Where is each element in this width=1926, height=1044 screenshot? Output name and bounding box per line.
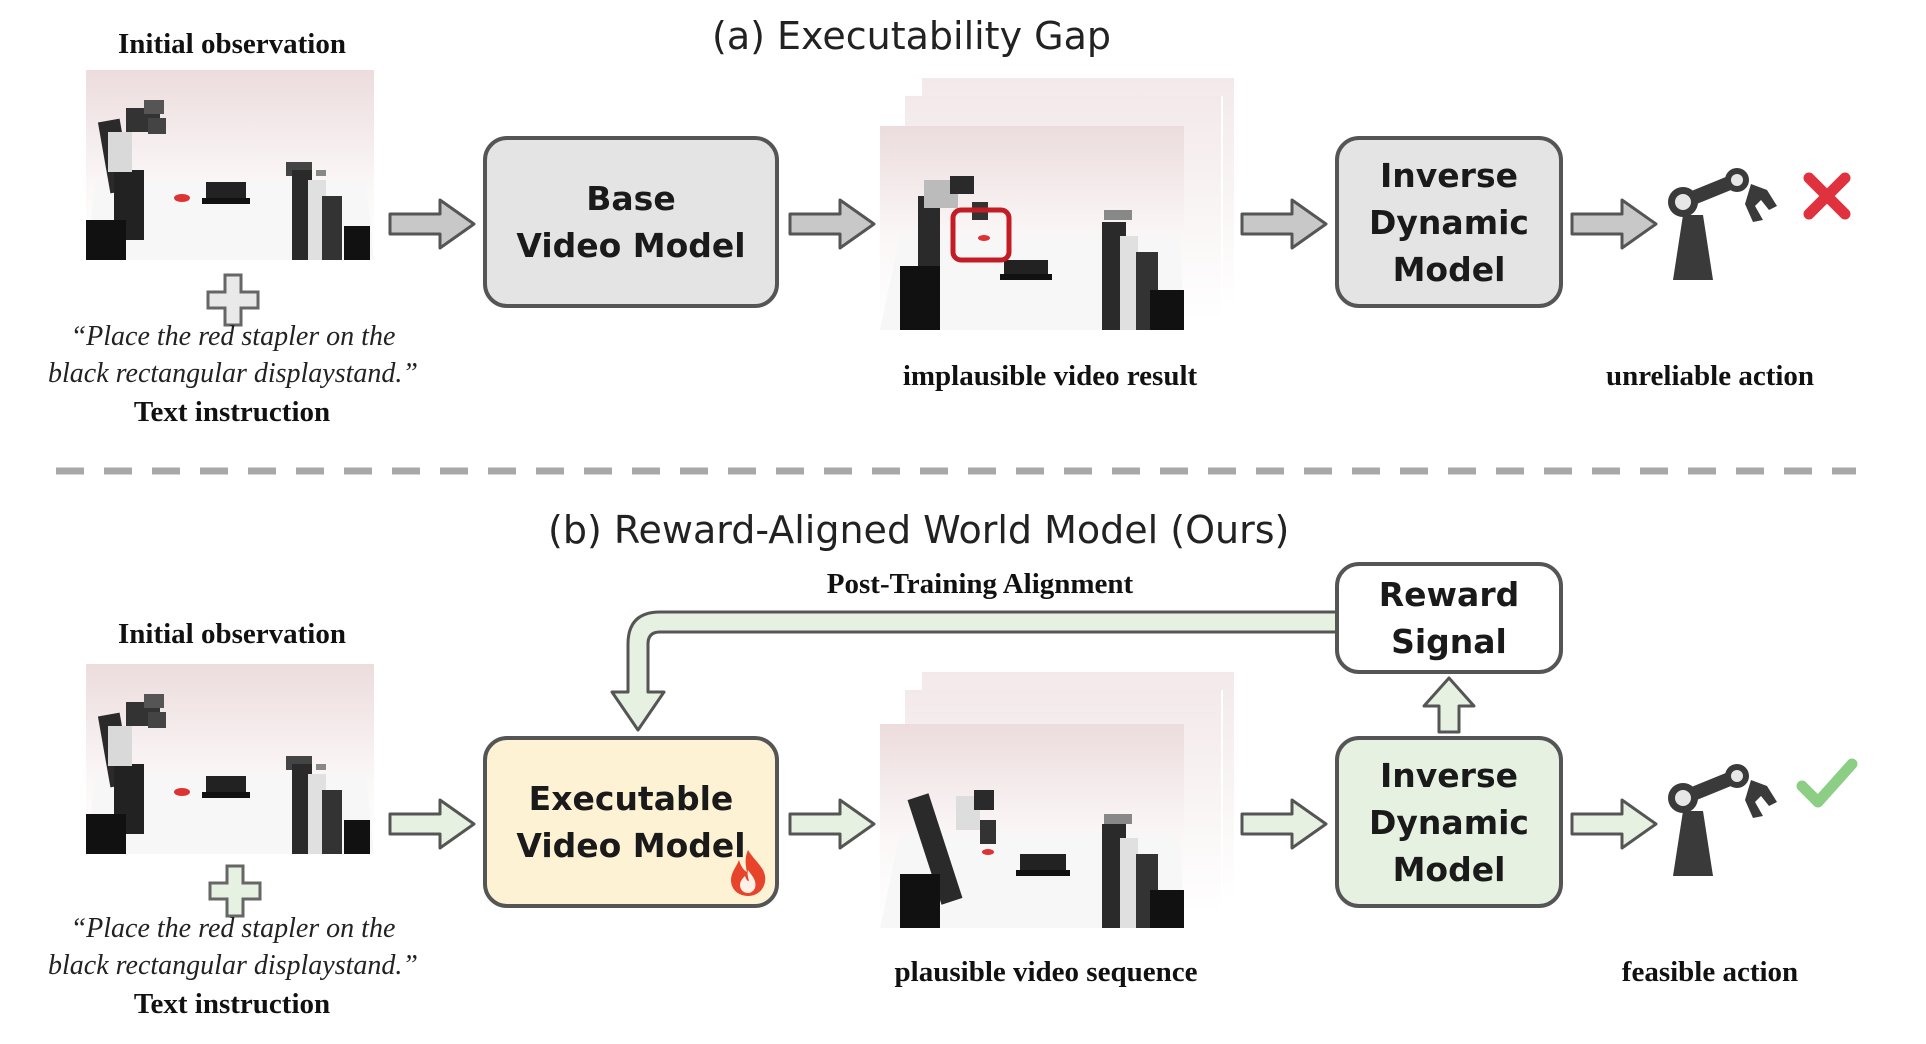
idm-line3: Model	[1392, 249, 1506, 289]
panel-b-title: (b) Reward-Aligned World Model (Ours)	[548, 508, 1290, 552]
instruction-quote: “Place the red stapler on the black rect…	[48, 910, 418, 984]
arrow-up-icon	[1422, 676, 1476, 734]
implausible-video-label: implausible video result	[902, 360, 1198, 392]
executable-video-model-box: Executable Video Model	[483, 736, 779, 908]
initial-observation-image	[86, 70, 374, 260]
unreliable-action-label: unreliable action	[1605, 360, 1815, 392]
implausible-video-frame	[880, 126, 1184, 330]
instruction-quote-line1: “Place the red stapler on the	[70, 913, 396, 944]
feasible-action-label: feasible action	[1621, 956, 1799, 988]
arrow-right-icon	[788, 798, 876, 850]
cross-icon	[1803, 172, 1851, 220]
arrow-right-icon	[388, 198, 476, 250]
inverse-dynamic-model-box: Inverse Dynamic Model	[1335, 736, 1563, 908]
base-video-model-box: Base Video Model	[483, 136, 779, 308]
instruction-label: Text instruction	[133, 396, 331, 428]
arrow-right-icon	[1570, 198, 1658, 250]
panel-a-title: (a) Executability Gap	[712, 14, 1111, 58]
video-model-line1: Base	[586, 179, 676, 218]
inverse-dynamic-model-box: Inverse Dynamic Model	[1335, 136, 1563, 308]
arrow-right-icon	[388, 798, 476, 850]
panel-a-observation-label: Initial observation	[118, 28, 346, 60]
reward-signal-box: Reward Signal	[1335, 562, 1563, 674]
plausible-video-label: plausible video sequence	[894, 956, 1198, 988]
plausible-video-frame	[880, 724, 1184, 928]
video-model-line1: Executable	[528, 779, 734, 818]
highlight-box	[950, 207, 1012, 263]
instruction-quote-line2: black rectangular displaystand.”	[48, 950, 418, 981]
arrow-right-icon	[1570, 798, 1658, 850]
post-training-label: Post-Training Alignment	[826, 568, 1134, 600]
arrow-right-icon	[788, 198, 876, 250]
panel-b-observation-label: Initial observation	[118, 618, 346, 650]
arrow-right-icon	[1240, 198, 1328, 250]
idm-line1: Inverse	[1380, 155, 1518, 195]
video-model-line2: Video Model	[516, 226, 746, 265]
instruction-quote-line2: black rectangular displaystand.”	[48, 358, 418, 389]
reward-line2: Signal	[1391, 622, 1507, 661]
plus-icon	[208, 864, 262, 918]
idm-line2: Dynamic	[1369, 802, 1529, 842]
idm-line3: Model	[1392, 849, 1506, 889]
instruction-label: Text instruction	[133, 988, 331, 1020]
feedback-arrow	[610, 610, 1338, 732]
flame-icon	[731, 850, 766, 896]
robot-arm-icon	[1668, 764, 1777, 876]
check-icon	[1796, 758, 1858, 808]
panel-divider	[56, 467, 1856, 475]
arrow-right-icon	[1240, 798, 1328, 850]
instruction-quote: “Place the red stapler on the black rect…	[48, 318, 418, 392]
initial-observation-image	[86, 664, 374, 854]
idm-line1: Inverse	[1380, 755, 1518, 795]
video-model-line2: Video Model	[516, 826, 746, 865]
idm-line2: Dynamic	[1369, 202, 1529, 242]
reward-line1: Reward	[1378, 575, 1520, 614]
plus-icon	[206, 273, 260, 327]
robot-arm-icon	[1668, 168, 1777, 280]
instruction-quote-line1: “Place the red stapler on the	[70, 321, 396, 352]
